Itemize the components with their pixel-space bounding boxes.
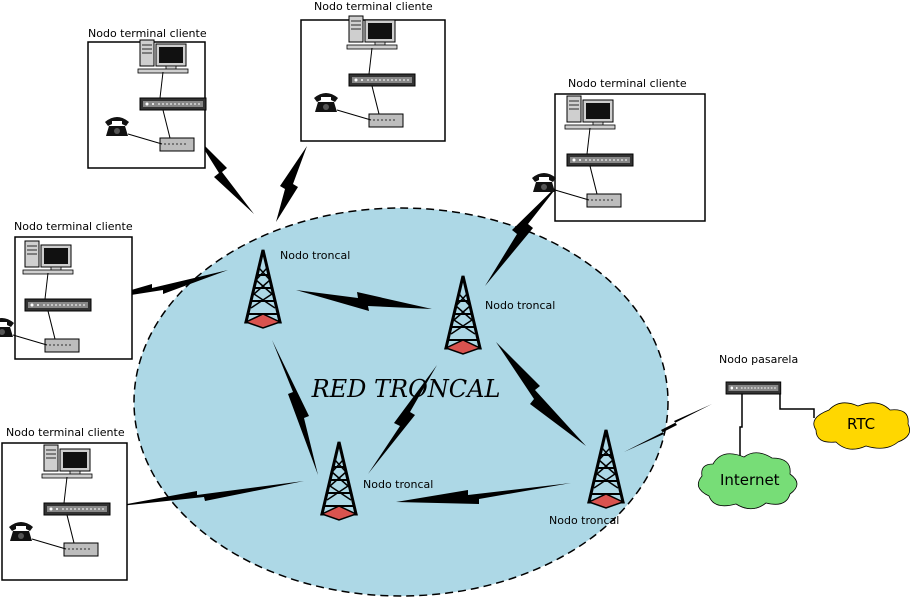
client-node-2	[300, 16, 446, 142]
backbone-tower-4-label: Nodo troncal	[549, 514, 619, 527]
client-node-4-label: Nodo terminal cliente	[14, 220, 133, 233]
client-node-3-label: Nodo terminal cliente	[568, 77, 687, 90]
client-node-2-label: Nodo terminal cliente	[314, 0, 433, 13]
link-tower2-tower3	[368, 365, 437, 474]
gateway-node: Nodo pasarela	[719, 353, 815, 458]
backbone-tower-3: Nodo troncal	[320, 440, 433, 522]
backbone-tower-3-label: Nodo troncal	[363, 478, 433, 491]
backbone-tower-2-label: Nodo troncal	[485, 299, 555, 312]
backbone-tower-1-label: Nodo troncal	[280, 249, 350, 262]
link-tower4-gateway	[624, 404, 712, 452]
link-tower1-tower3	[272, 340, 318, 475]
client-node-5-label: Nodo terminal cliente	[6, 426, 125, 439]
backbone-tower-2: Nodo troncal	[444, 274, 555, 356]
client-node-4	[0, 236, 133, 360]
link-client1-tower1	[197, 138, 254, 214]
link-tower3-tower4	[396, 483, 571, 504]
link-client2-tower1	[276, 146, 307, 222]
link-tower2-tower4	[496, 342, 586, 446]
backbone-title: RED TRONCAL	[311, 375, 501, 403]
pstn-cloud: RTC	[813, 402, 911, 450]
internet-cloud-label: Internet	[720, 471, 780, 489]
client-node-5	[1, 442, 128, 581]
client-node-1	[87, 40, 206, 169]
client-node-3	[532, 93, 706, 222]
backbone-network-area	[133, 207, 669, 597]
link-client5-tower3	[111, 481, 304, 507]
gateway-node-label: Nodo pasarela	[719, 353, 798, 366]
backbone-tower-1: Nodo troncal	[244, 248, 350, 330]
link-tower1-tower2	[296, 290, 432, 311]
client-node-1-label: Nodo terminal cliente	[88, 27, 207, 40]
pstn-cloud-label: RTC	[847, 415, 875, 433]
backbone-tower-4: Nodo troncal	[549, 428, 625, 527]
internet-cloud: Internet	[697, 452, 798, 510]
link-client3-tower2	[485, 182, 561, 286]
